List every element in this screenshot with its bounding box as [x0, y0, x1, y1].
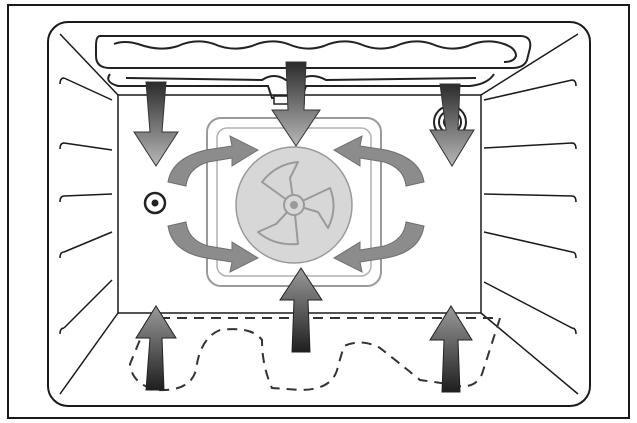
downward-arrows: [133, 61, 475, 167]
down-arrow-right: [429, 83, 475, 167]
bottom-heating-element-icon: [128, 317, 502, 392]
swirl-arrow-upper-right: [332, 135, 425, 187]
right-rack-rail: [483, 142, 577, 150]
down-arrow-center: [271, 61, 321, 147]
up-arrow-center: [279, 267, 323, 353]
swirl-arrow-lower-right: [332, 221, 425, 273]
left-rack-rail: [59, 142, 113, 151]
perspective-line-top-right: [480, 33, 579, 96]
swirl-arrow-lower-left: [167, 221, 260, 273]
left-rack-rail: [59, 77, 113, 101]
sensor-icon: [143, 191, 167, 215]
left-rack-rails: [59, 77, 113, 335]
right-rack-rail: [483, 281, 577, 335]
top-heating-element-icon: [95, 35, 532, 69]
right-rack-rail: [483, 231, 577, 259]
right-rack-rail: [483, 193, 577, 203]
right-rack-rail: [483, 79, 577, 101]
left-rack-rail: [59, 231, 113, 259]
left-rack-rail: [59, 193, 113, 203]
fan-icon: [257, 161, 335, 246]
down-arrow-left: [133, 81, 179, 167]
swirl-arrows: [167, 135, 425, 273]
oven-cavity-outline: [47, 21, 591, 407]
perspective-line-top-left: [59, 33, 119, 96]
perspective-line-bottom-left: [59, 312, 119, 395]
upward-arrows: [135, 267, 473, 393]
right-rack-rails: [483, 79, 577, 335]
up-arrow-right: [429, 305, 473, 393]
up-arrow-left: [135, 305, 177, 391]
left-rack-rail: [59, 279, 113, 335]
swirl-arrow-upper-left: [167, 135, 260, 187]
